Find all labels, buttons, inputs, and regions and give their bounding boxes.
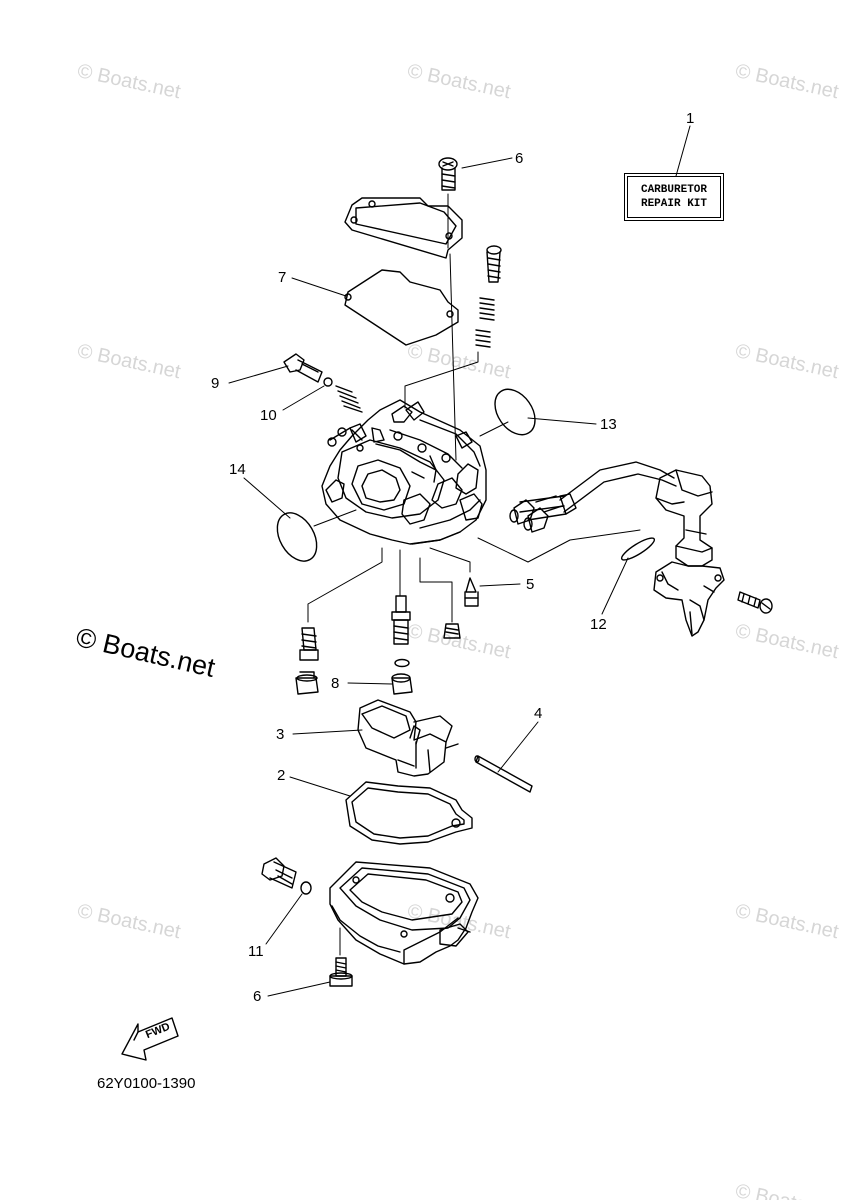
main-jet [443,623,461,639]
carburetor-repair-kit-label: CARBURETOR REPAIR KIT [624,173,724,221]
solenoid-screw [737,591,773,614]
carburetor-body [321,399,487,545]
callout-12: 12 [590,616,607,633]
pilot-screw [486,245,502,283]
o-ring-14 [276,512,318,562]
callout-6-bottom: 6 [253,988,262,1005]
callout-3: 3 [276,726,285,743]
solenoid-valve [653,469,725,637]
diaphragm-cover [344,197,463,259]
float [357,699,459,777]
throttle-stop-screw [283,353,323,383]
callout-11: 11 [248,943,264,960]
kit-label-line2: REPAIR KIT [640,198,707,210]
callout-7: 7 [278,269,287,286]
callout-14: 14 [229,461,246,478]
callout-4: 4 [534,705,543,722]
drain-screw-washer [300,881,312,895]
callout-2: 2 [277,767,286,784]
callout-10: 10 [260,407,277,424]
jet-plug [295,671,319,695]
main-nozzle [391,595,411,645]
solenoid-o-ring [620,537,656,561]
float-chamber-screw [329,957,353,987]
o-ring-13 [494,388,536,436]
plug-8 [391,673,413,695]
float-pin [474,755,533,793]
throttle-spring [335,385,363,413]
callout-6-top: 6 [515,150,524,167]
wire-connectors [509,495,563,533]
kit-label-line1: CARBURETOR [640,184,707,196]
drain-screw [261,857,297,889]
callout-13: 13 [600,416,617,433]
float-chamber [329,861,479,965]
callout-5: 5 [526,576,535,593]
forward-direction-arrow [121,1017,179,1061]
pilot-screw-spring [475,297,495,348]
figure-code: 62Y0100-1390 [97,1075,196,1092]
callout-8: 8 [331,675,340,692]
o-ring-small [323,377,333,387]
float-chamber-gasket [345,781,473,845]
needle-valve [464,577,479,607]
diaphragm-gasket [344,269,459,346]
pilot-jet [299,627,319,661]
top-cover-screw [438,157,458,191]
callout-9: 9 [211,375,220,392]
small-o-ring [394,658,410,668]
callout-1: 1 [686,110,695,127]
